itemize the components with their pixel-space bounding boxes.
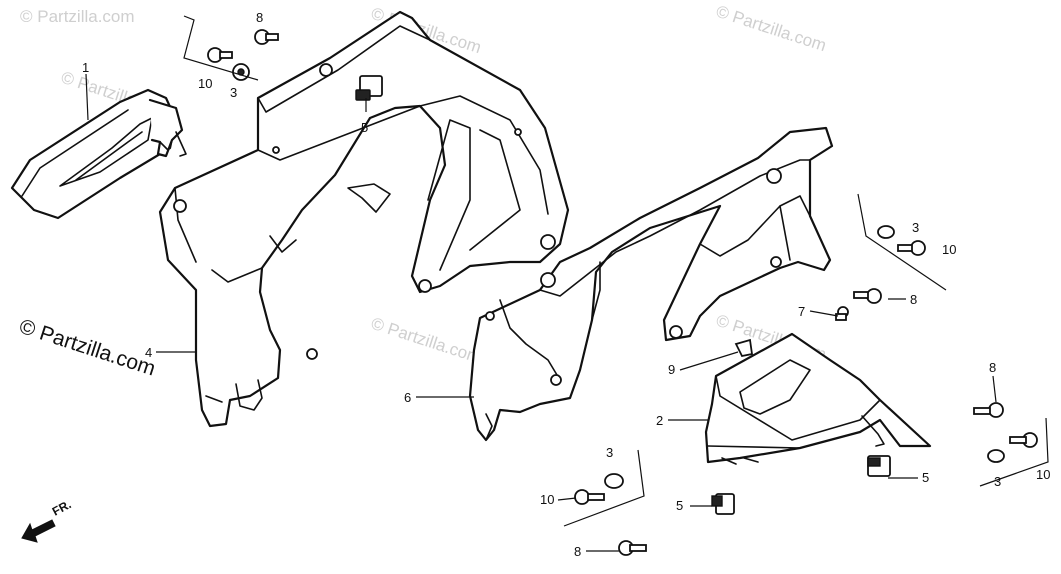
callout-6: 6 <box>404 390 411 405</box>
callout-8: 8 <box>989 360 996 375</box>
callout-5: 5 <box>361 120 368 135</box>
callout-10: 10 <box>540 492 554 507</box>
callout-3: 3 <box>606 445 613 460</box>
clip-nut-bottom <box>711 493 735 515</box>
watermark: © Partzilla.com <box>714 2 829 55</box>
callout-3: 3 <box>230 85 237 100</box>
clip-nut-right <box>867 455 891 477</box>
bolt-group-top <box>207 29 279 81</box>
callout-10: 10 <box>942 242 956 257</box>
watermark: © Partzilla.com <box>369 314 484 367</box>
part-1-cover <box>10 88 187 220</box>
bolt-group-right <box>835 225 926 321</box>
group-brackets <box>183 15 1049 527</box>
callout-3: 3 <box>912 220 919 235</box>
front-label: FR. <box>50 497 74 518</box>
callout-10: 10 <box>198 76 212 91</box>
part-4-cover <box>158 10 570 428</box>
front-direction-indicator: FR. <box>21 497 74 543</box>
callout-4: 4 <box>145 345 152 360</box>
leader-lines <box>85 73 997 552</box>
callout-8: 8 <box>910 292 917 307</box>
callout-5: 5 <box>922 470 929 485</box>
callout-2: 2 <box>656 413 663 428</box>
watermark: © Partzilla.com <box>20 7 135 26</box>
copyright-text: © Partzilla.com <box>16 315 158 381</box>
clip-nut-top <box>355 75 383 101</box>
callout-10: 10 <box>1036 467 1050 482</box>
callout-3: 3 <box>994 474 1001 489</box>
push-clip-9 <box>734 338 754 358</box>
bolt-group-lower-right <box>973 402 1038 463</box>
callout-8: 8 <box>574 544 581 559</box>
part-2-cover <box>704 332 932 465</box>
part-6-cover <box>468 126 834 442</box>
callout-5: 5 <box>676 498 683 513</box>
callout-9: 9 <box>668 362 675 377</box>
front-arrow-icon <box>21 519 56 543</box>
callout-1: 1 <box>82 60 89 75</box>
bolt-group-lower-center <box>574 473 647 556</box>
callout-8: 8 <box>256 10 263 25</box>
callout-7: 7 <box>798 304 805 319</box>
callouts: 1 2 3 3 3 3 4 5 5 5 6 7 8 8 8 8 9 10 10 … <box>82 10 1050 559</box>
